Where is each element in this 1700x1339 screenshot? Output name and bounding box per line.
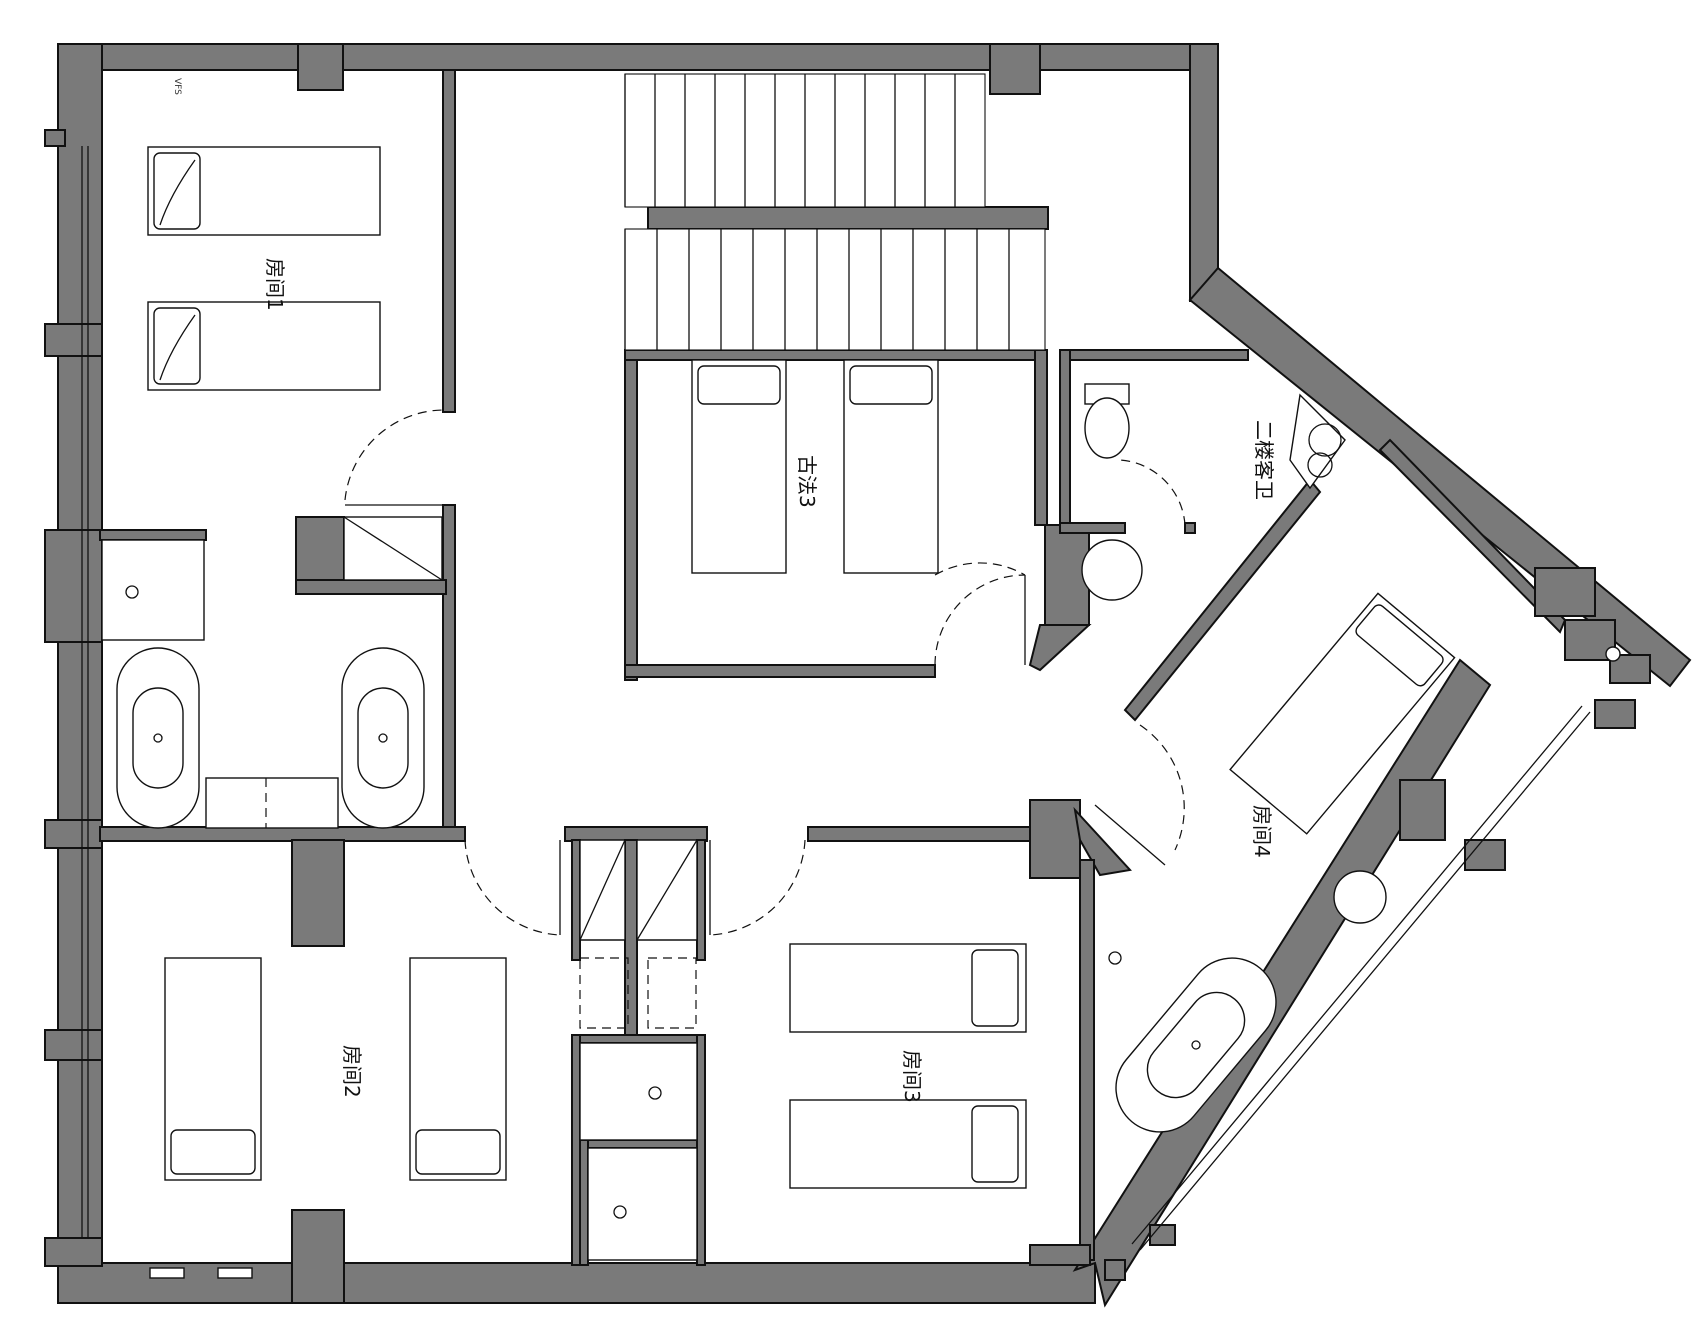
room1-bathtub-right bbox=[341, 647, 425, 829]
room1-bed-1 bbox=[147, 146, 381, 236]
room1-wardrobe bbox=[343, 516, 443, 581]
center-shower-units bbox=[579, 839, 698, 1261]
room5-bed-2 bbox=[843, 359, 939, 574]
room4-basin bbox=[1333, 870, 1387, 924]
room4-label: 房间4 bbox=[1250, 805, 1274, 858]
room2-bed-2 bbox=[409, 957, 507, 1181]
left-window bbox=[81, 146, 89, 1238]
room5-bed-1 bbox=[691, 359, 787, 574]
guest-bath-toilet bbox=[1084, 383, 1130, 459]
room2-bottom-vents bbox=[149, 1267, 253, 1279]
room2-bed-1 bbox=[164, 957, 262, 1181]
vfs-mark: VFS bbox=[172, 78, 182, 95]
guest-bath-label: 二楼客卫 bbox=[1252, 420, 1276, 500]
room4-drain bbox=[1605, 646, 1621, 662]
room5-label: 古法3 bbox=[795, 455, 819, 508]
room4-bathtub bbox=[1115, 957, 1277, 1133]
room4-shower-fixture bbox=[1108, 951, 1122, 965]
room1-vanity bbox=[205, 777, 339, 829]
room3-bed-2 bbox=[789, 1099, 1027, 1189]
room3-label: 房间3 bbox=[900, 1050, 924, 1103]
room4-bed bbox=[1229, 592, 1456, 835]
guest-bath-basin bbox=[1081, 539, 1143, 601]
doors bbox=[344, 409, 1186, 936]
staircase bbox=[624, 73, 1046, 351]
guest-bath-plant bbox=[1289, 393, 1346, 490]
room1-label: 房间1 bbox=[263, 258, 287, 311]
room1-bed-2 bbox=[147, 301, 381, 391]
room-labels: 房间1 房间2 房间3 房间4 古法3 二楼客卫 VFS bbox=[172, 78, 1276, 1103]
room3-bed-1 bbox=[789, 943, 1027, 1033]
room1-shower bbox=[101, 539, 205, 641]
diagonal-window bbox=[1131, 705, 1591, 1251]
room2-label: 房间2 bbox=[340, 1045, 364, 1098]
room1-bathtub-left bbox=[116, 647, 200, 829]
